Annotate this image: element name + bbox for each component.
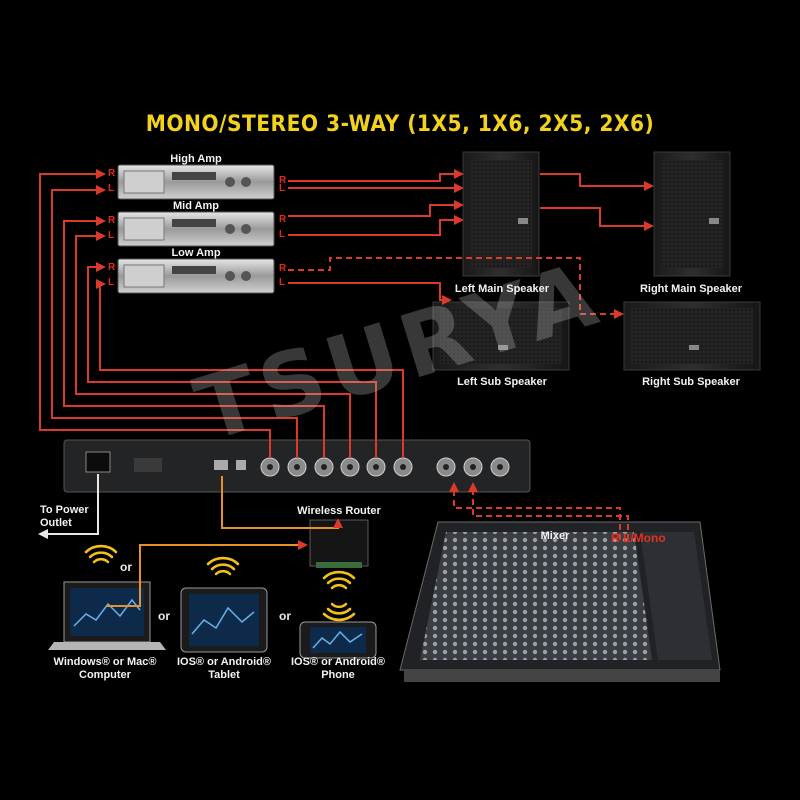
high-amp — [117, 164, 275, 200]
mid-amp-out-l: L — [279, 229, 286, 240]
amp-to-speaker-lines — [288, 169, 654, 319]
mixer-to-processor-lines — [449, 482, 629, 540]
wifi-icon-tablet — [206, 556, 240, 576]
or-label-1: or — [120, 560, 132, 574]
power-outlet-label: To Power Outlet — [40, 504, 89, 529]
wireless-router-label: Wireless Router — [297, 505, 381, 517]
high-amp-out-l: L — [279, 183, 286, 194]
high-amp-label: High Amp — [170, 153, 222, 165]
mixer-output-label: R L/Mono — [611, 531, 666, 545]
page-title: MONO/STEREO 3-WAY (1X5, 1X6, 2X5, 2X6) — [145, 112, 655, 137]
computer-label: Windows® or Mac® Computer — [53, 656, 157, 681]
phone-label: IOS® or Android® Phone — [290, 656, 386, 681]
power-cable — [38, 474, 99, 539]
mid-amp-label: Mid Amp — [172, 200, 220, 212]
network-lines — [106, 476, 343, 607]
mid-amp-out-r: R — [279, 214, 287, 225]
high-amp-in-l: L — [108, 183, 115, 194]
low-amp-out-l: L — [279, 277, 286, 288]
or-label-3: or — [279, 609, 291, 623]
right-main-speaker — [653, 151, 731, 277]
laptop — [48, 581, 166, 650]
high-amp-out-r: R — [279, 175, 287, 186]
or-label-2: or — [158, 609, 170, 623]
low-amp-in-r: R — [108, 262, 116, 273]
left-main-speaker-label: Left Main Speaker — [454, 283, 550, 295]
mid-amp-in-r: R — [108, 215, 116, 226]
low-amp-out-r: R — [279, 263, 287, 274]
right-main-speaker-label: Right Main Speaker — [639, 283, 743, 295]
processor-unit — [63, 439, 531, 493]
low-amp-label: Low Amp — [171, 247, 221, 259]
right-sub-speaker-label: Right Sub Speaker — [642, 376, 740, 388]
tablet-label: IOS® or Android® Tablet — [176, 656, 272, 681]
mixer-label: Mixer — [540, 530, 570, 542]
left-sub-speaker — [432, 301, 570, 371]
low-amp — [117, 258, 275, 294]
mixer-console — [399, 521, 721, 682]
wifi-icon-phone — [322, 570, 356, 622]
low-amp-in-l: L — [108, 277, 115, 288]
phone — [299, 621, 377, 659]
right-sub-speaker — [623, 301, 761, 371]
tablet — [180, 587, 268, 653]
mid-amp — [117, 211, 275, 247]
left-main-speaker — [462, 151, 540, 277]
mid-amp-in-l: L — [108, 230, 115, 241]
left-sub-speaker-label: Left Sub Speaker — [457, 376, 547, 388]
high-amp-in-r: R — [108, 168, 116, 179]
processor-to-amp-lines — [39, 169, 404, 458]
wifi-icon-laptop — [84, 544, 118, 564]
